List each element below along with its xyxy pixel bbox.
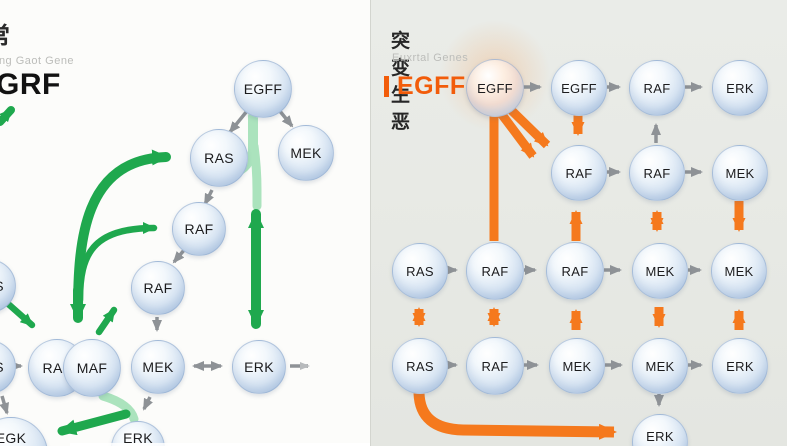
node-label: RAS [0, 359, 4, 375]
band-fork-down [249, 141, 262, 211]
node-label: RAF [565, 165, 593, 181]
right-arrow-layer [412, 82, 746, 440]
node-label: RAF [481, 263, 509, 279]
node-ras: RAS [392, 243, 448, 299]
node-label: MEK [645, 263, 675, 279]
node-label: MEK [290, 145, 322, 161]
node-label: ERK [726, 358, 754, 374]
node-mek: MEK [278, 125, 334, 181]
node-label: RAF [643, 165, 671, 181]
arrow-egff-ras [228, 109, 249, 134]
node-label: RAS [204, 150, 234, 166]
right-cjk-title: 突变生恶 [391, 31, 413, 133]
node-mek: MEK [711, 243, 767, 299]
panel-mutant-pathway: EGFF EGFF RAF ERK RAF RAF MEK RAS RAF RAF MEK MEK RA… [370, 0, 787, 446]
node-ras: RAS [0, 340, 16, 394]
left-arrow-layer [0, 106, 310, 436]
node-raf: RAF [466, 242, 524, 300]
arrow-ras-rafmaf-green [2, 298, 36, 329]
left-corner-glyph: 常 [0, 16, 10, 51]
arrow-maf-raf-green [95, 306, 118, 336]
node-label: RAF [643, 80, 671, 96]
node-label: ERK [123, 430, 153, 446]
right-node-layer: EGFF EGFF RAF ERK RAF RAF MEK RAS RAF RAF MEK MEK RA… [371, 0, 787, 446]
node-label: EGFF [561, 80, 597, 96]
node-egff: EGFF [551, 60, 607, 116]
node-erk: ERK [712, 60, 768, 116]
node-label: MEK [142, 359, 174, 375]
node-erk: ERK [632, 414, 688, 446]
arrow-ras-raf [203, 189, 214, 206]
node-mek: MEK [131, 340, 185, 394]
arrow-to-egk-green [57, 409, 131, 436]
node-label: EGFF [243, 81, 283, 97]
node-label: ERK [244, 359, 274, 375]
node-label: RAF [184, 221, 214, 237]
node-egff: EGFF [234, 60, 292, 118]
node-label: RAS [406, 358, 434, 374]
node-label: MEK [645, 358, 675, 374]
node-label: MEK [724, 263, 754, 279]
node-mek: MEK [549, 338, 605, 394]
node-raf: RAF [466, 337, 524, 395]
left-node-layer: EGFFRASMEKRAFRAFRASRASRAFMAFMEKERKEGKERK [0, 0, 370, 446]
node-label: RAS [406, 263, 434, 279]
gray-arrow-group-right [446, 82, 703, 407]
right-title-row: EGFF [384, 72, 466, 101]
node-raf: RAF [629, 60, 685, 116]
node-raf: RAF [546, 242, 604, 300]
node-egk: EGK [0, 417, 48, 446]
node-raf: RAF [551, 145, 607, 201]
node-erk: ERK [712, 338, 768, 394]
node-ras: RAS [190, 129, 248, 187]
band-maf-erk [98, 391, 139, 424]
node-maf: MAF [63, 339, 121, 397]
left-title: GRF [0, 68, 61, 101]
node-label: EGK [0, 430, 27, 446]
orange-arrow-group [412, 102, 746, 440]
node-label: MEK [562, 358, 592, 374]
node-label: ERK [726, 80, 754, 96]
node-label: RAS [0, 278, 4, 294]
right-subtitle: Euxrtal Genes [392, 52, 469, 64]
node-raf: RAF [131, 261, 185, 315]
arrow-egff-raf-diag2 [496, 109, 537, 159]
green-arrow-group [0, 106, 264, 436]
node-label: MEK [725, 165, 755, 181]
node-raf: RAF [629, 145, 685, 201]
arrow-corner-fragment [0, 106, 15, 126]
node-label: MAF [76, 360, 108, 376]
node-label: RAF [561, 263, 589, 279]
left-subtitle: ing Gaot Gene [0, 55, 75, 67]
arrow-ras-erk-elbow [413, 392, 617, 440]
node-label: RAF [143, 280, 173, 296]
node-label: ERK [646, 428, 674, 444]
node-erk: ERK [232, 340, 286, 394]
node-ras: RAS [0, 259, 16, 313]
node-mek: MEK [632, 338, 688, 394]
node-label: RAF [481, 358, 509, 374]
arrow-mek-erk-bottom [142, 396, 153, 411]
node-ras: RAS [392, 338, 448, 394]
node-mek: MEK [712, 145, 768, 201]
arrow-egff-raf-diag1 [503, 102, 551, 149]
gray-arrow-group [0, 108, 310, 415]
panel-normal-pathway: EGFFRASMEKRAFRAFRASRASRAFMAFMEKERKEGKERK… [0, 0, 370, 446]
node-label: EGFF [477, 80, 513, 96]
node-raf: RAF [172, 202, 226, 256]
accent-bar [384, 76, 389, 97]
left-bottom-strip [70, 443, 370, 446]
node-egff: EGFF [466, 59, 524, 117]
arrow-feedback-raf [76, 222, 158, 304]
node-mek: MEK [632, 243, 688, 299]
arrow-ras-egk [0, 395, 9, 415]
arrow-egff-mek [277, 108, 294, 128]
right-title: EGFF [397, 72, 466, 100]
